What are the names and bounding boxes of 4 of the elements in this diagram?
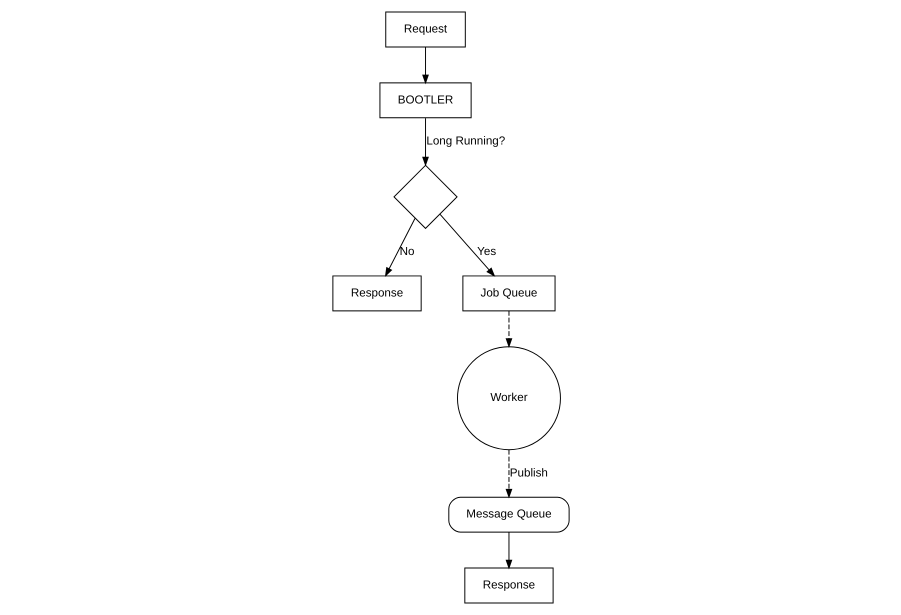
edge-label: Long Running? [426, 134, 505, 148]
edge-label: Yes [476, 245, 496, 258]
edge-label: No [399, 245, 414, 258]
edge-label: Publish [509, 466, 548, 480]
